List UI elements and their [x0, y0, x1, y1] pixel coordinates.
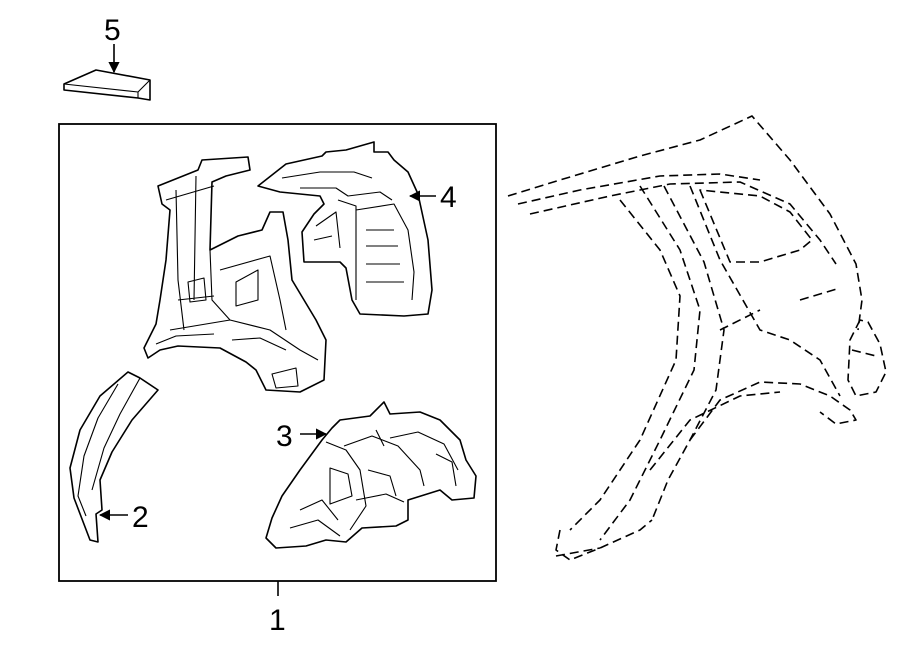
part-5-block	[63, 69, 151, 101]
callout-4: 4	[440, 181, 457, 214]
vehicle-quarter-body-outline	[507, 115, 887, 561]
callout-2: 2	[132, 501, 149, 534]
part-2-arch-extension	[69, 371, 159, 543]
inner-quarter-panel	[143, 156, 327, 393]
part-4-wheelhouse-upper	[257, 141, 433, 317]
callout-5: 5	[104, 14, 121, 47]
callout-1: 1	[269, 604, 286, 637]
callout-3: 3	[276, 420, 293, 453]
part-3-wheelhouse-lower	[265, 401, 477, 549]
